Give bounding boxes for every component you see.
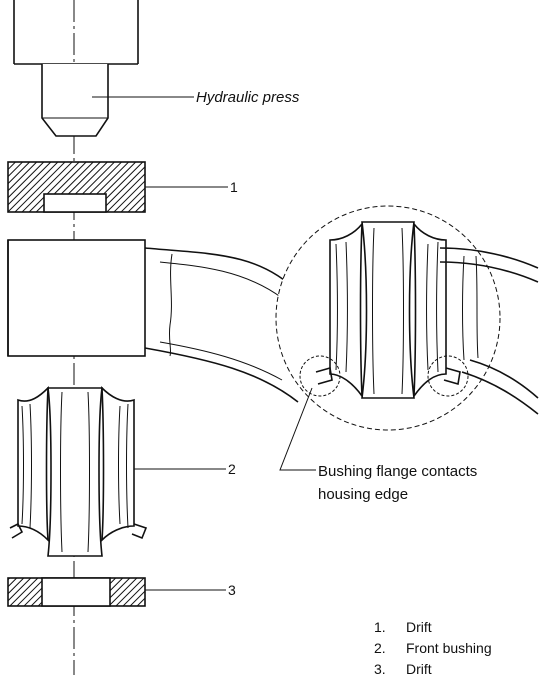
drift-3-bottom (7, 577, 146, 607)
legend-number-3: 3. (374, 661, 386, 677)
legend-number-2: 2. (374, 640, 386, 656)
front-bushing (9, 385, 148, 557)
legend: 1. Drift 2. Front bushing 3. Drift (374, 619, 492, 677)
suspension-housing (7, 239, 299, 403)
legend-text-3: Drift (406, 661, 432, 677)
bushing-note-line1: Bushing flange contacts (318, 463, 477, 480)
bushing-note-line2: housing edge (318, 486, 408, 503)
hydraulic-press-label: Hydraulic press (196, 89, 300, 106)
callout-3-number: 3 (228, 582, 236, 598)
legend-text-2: Front bushing (406, 640, 492, 656)
hydraulic-press-ram (13, 0, 139, 137)
detail-view-circle (275, 205, 539, 431)
callout-2-number: 2 (228, 461, 236, 477)
bushing-note-leader (279, 387, 316, 471)
flange-detail-right-circle (427, 355, 469, 397)
drift-1-top (7, 161, 146, 213)
callout-1-number: 1 (230, 179, 238, 195)
legend-number-1: 1. (374, 619, 386, 635)
flange-detail-left-circle (299, 355, 341, 397)
legend-text-1: Drift (406, 619, 432, 635)
